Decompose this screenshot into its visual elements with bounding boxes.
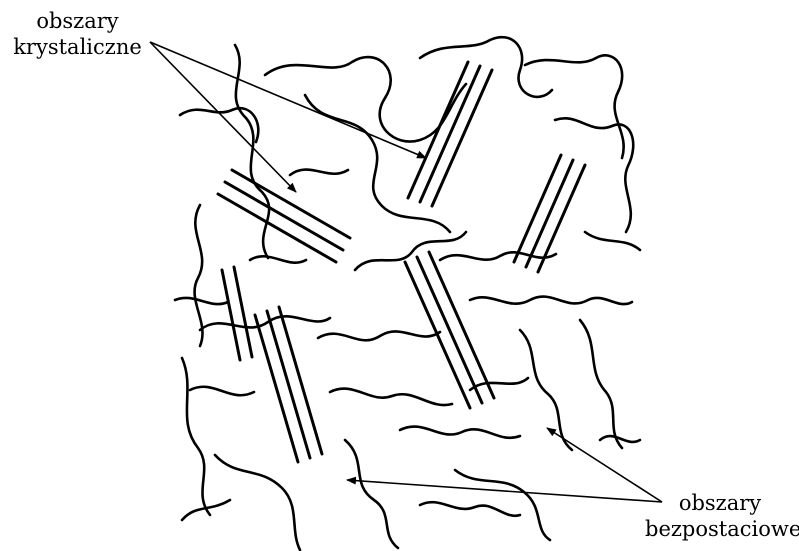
amorphous-chain	[525, 55, 624, 158]
amorphous-chain	[265, 57, 466, 141]
amorphous-chain	[400, 427, 520, 438]
amorphous-chains	[175, 37, 640, 550]
amorphous-chain	[182, 358, 210, 515]
amorphous-chain	[200, 316, 330, 330]
amorphous-chain	[355, 232, 466, 270]
amorphous-chain	[190, 387, 254, 395]
lamella-left	[222, 267, 252, 360]
amorphous-chain	[520, 330, 572, 450]
arrow-amorphous-1	[547, 428, 662, 502]
amorphous-chain	[420, 37, 552, 97]
lamella-upper-center	[408, 62, 492, 206]
amorphous-chain	[600, 436, 640, 442]
amorphous-chain	[470, 297, 632, 305]
lamella-lower-left	[255, 307, 322, 462]
amorphous-chain	[318, 331, 440, 340]
crystalline-lamellae	[218, 62, 585, 462]
amorphous-chain	[440, 252, 556, 260]
amorphous-chain	[470, 378, 528, 390]
amorphous-chain	[345, 440, 398, 548]
amorphous-chain	[455, 470, 550, 540]
amorphous-chain	[175, 298, 228, 304]
arrow-crystalline-1	[150, 42, 296, 192]
amorphous-chain	[585, 232, 640, 250]
amorphous-chain	[330, 389, 452, 405]
lamella-diagonal-upper-left	[218, 170, 350, 262]
amorphous-chain	[580, 320, 622, 448]
amorphous-chain	[195, 205, 203, 346]
amorphous-chain	[235, 45, 269, 258]
amorphous-chain	[250, 256, 306, 262]
amorphous-chain	[290, 170, 348, 175]
amorphous-chain	[420, 502, 520, 516]
